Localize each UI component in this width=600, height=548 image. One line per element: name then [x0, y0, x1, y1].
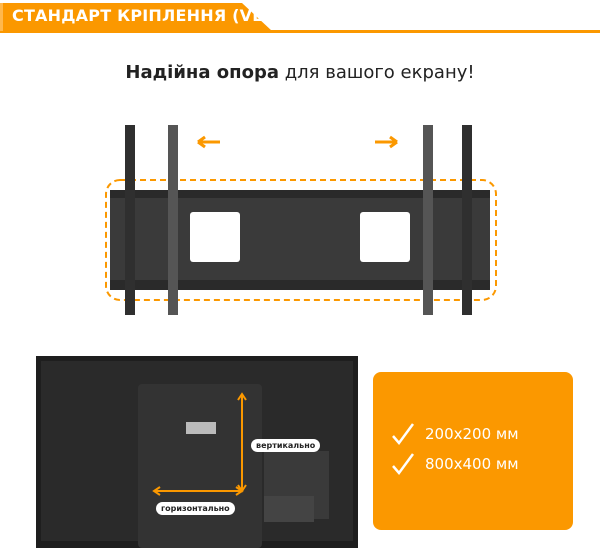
spec-text: 200x200 мм	[425, 425, 519, 443]
spec-item: 800x400 мм	[391, 452, 519, 476]
wall-mount-image	[105, 125, 497, 315]
spec-item: 200x200 мм	[391, 422, 519, 446]
section-header: СТАНДАРТ КРІПЛЕННЯ (VESA)	[0, 0, 600, 34]
subtitle-bold: Надійна опора	[125, 62, 279, 83]
subtitle-rest: для вашого екрану!	[279, 62, 475, 83]
horizontal-label: горизонтально	[156, 502, 235, 515]
tv-back-image	[36, 356, 358, 548]
check-icon	[392, 453, 415, 476]
subtitle: Надійна опора для вашого екрану!	[0, 62, 600, 83]
vertical-label: вертикально	[251, 439, 321, 452]
check-icon	[392, 423, 415, 446]
spec-text: 800x400 мм	[425, 455, 519, 473]
header-title: СТАНДАРТ КРІПЛЕННЯ (VESA)	[12, 6, 296, 25]
specs-panel: 200x200 мм 800x400 мм	[373, 372, 573, 530]
header-banner-shape	[0, 3, 600, 33]
